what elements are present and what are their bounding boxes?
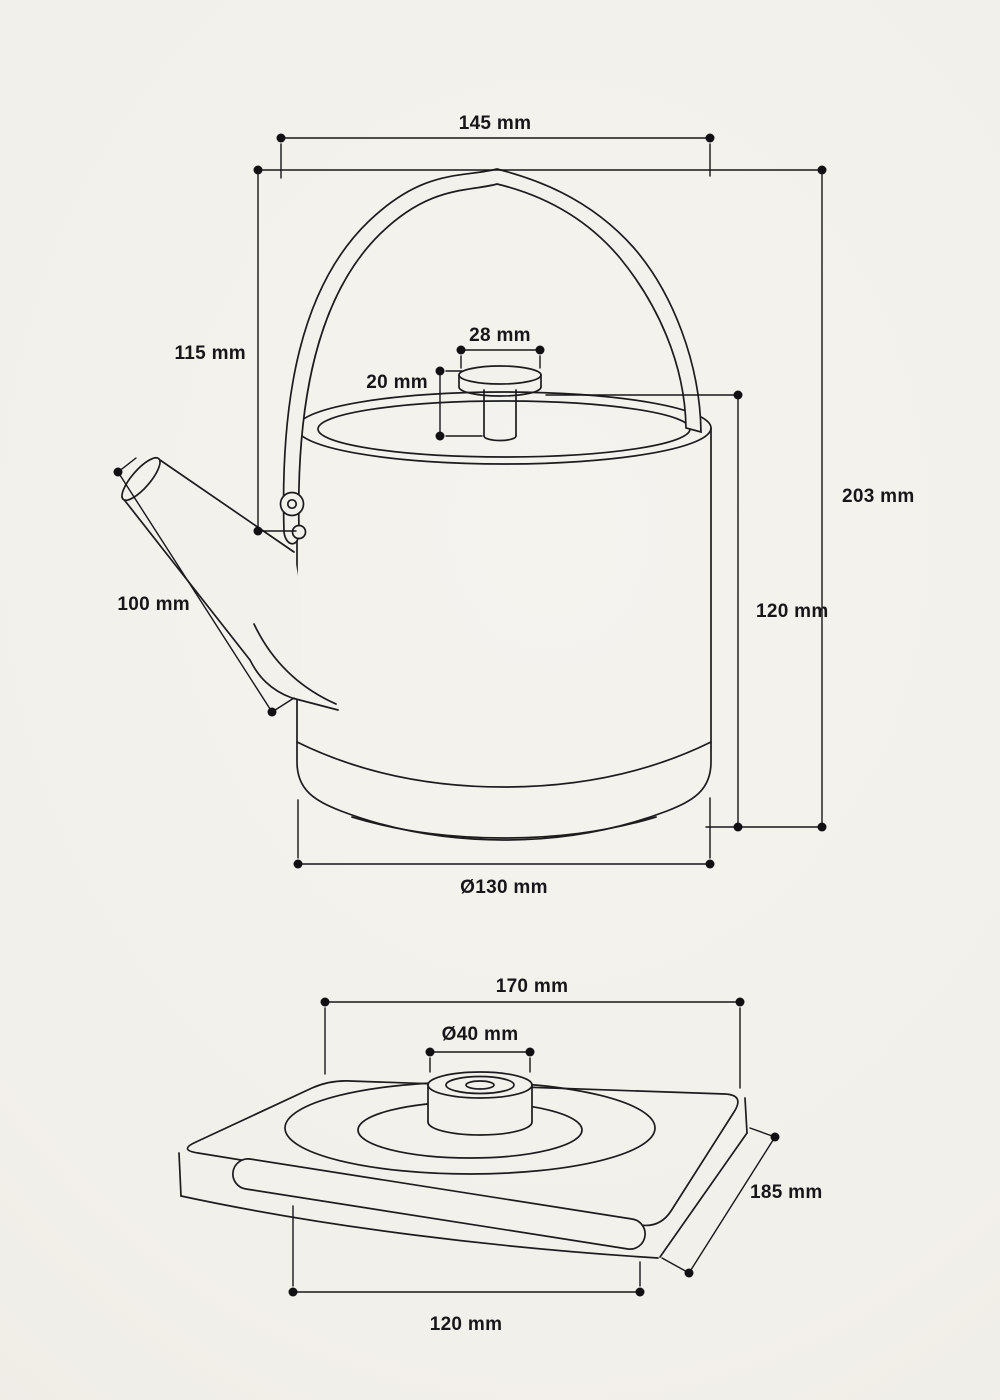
dim-label: 203 mm <box>842 486 915 507</box>
base-plate-left-edge <box>178 1152 182 1197</box>
dim-endpoint-dot <box>705 859 715 869</box>
kettle-spout <box>121 456 339 711</box>
kettle-dimensions: 145 mm 115 mm 28 mm 20 mm <box>113 113 915 898</box>
dim-base-width: 170 mm <box>320 976 745 1089</box>
dim-endpoint-dot <box>288 1287 298 1297</box>
knob-cap-top <box>458 365 542 385</box>
knob-stem-base <box>483 435 517 442</box>
dim-kettle-top-width: 145 mm <box>276 113 715 179</box>
dim-endpoint-dot <box>770 1132 780 1142</box>
handle-rivet <box>286 498 298 510</box>
dim-label: 115 mm <box>174 343 246 364</box>
dim-knob-height: 20 mm <box>366 366 483 441</box>
dim-label: 120 mm <box>430 1314 503 1335</box>
dim-base-front-width: 120 mm <box>288 1205 645 1335</box>
dim-endpoint-dot <box>293 859 303 869</box>
dim-endpoint-dot <box>817 165 827 175</box>
dim-endpoint-dot <box>817 822 827 832</box>
dim-connector-diameter: Ø40 mm <box>425 1024 535 1073</box>
dim-base-depth: 185 mm <box>661 1127 823 1278</box>
kettle-drawing <box>121 168 712 841</box>
dim-endpoint-dot <box>705 133 715 143</box>
dim-endpoint-dot <box>535 345 545 355</box>
dim-label: 100 mm <box>117 594 190 615</box>
connector-fill <box>428 1072 532 1135</box>
handle-pivot <box>279 491 305 517</box>
spout-lower-edge <box>121 496 339 711</box>
dim-spout-length: 100 mm <box>113 457 295 717</box>
dim-endpoint-dot <box>435 366 445 376</box>
dim-endpoint-dot <box>525 1047 535 1057</box>
dim-line <box>688 1136 776 1274</box>
dim-label: 20 mm <box>366 372 428 393</box>
base-plate-right-edge <box>744 1097 748 1134</box>
dim-endpoint-dot <box>735 997 745 1007</box>
spout-upper-edge <box>159 459 295 553</box>
dim-endpoint-dot <box>635 1287 645 1297</box>
dim-endpoint-dot <box>267 707 277 717</box>
base-plate-front-bottom-edge <box>180 1195 659 1259</box>
kettle-rim-inner <box>317 400 691 458</box>
dim-endpoint-dot <box>276 133 286 143</box>
base-drawing <box>178 1071 748 1259</box>
handle-arch <box>282 168 702 545</box>
dim-endpoint-dot <box>733 822 743 832</box>
handle-knuckle <box>291 524 307 540</box>
kettle-body <box>296 391 712 841</box>
dim-body-diameter: Ø130 mm <box>293 797 715 898</box>
dim-line <box>117 471 273 713</box>
dim-endpoint-dot <box>684 1268 694 1278</box>
dim-body-height: 120 mm <box>545 390 829 832</box>
kettle-body-outline <box>296 427 712 841</box>
dim-label: 28 mm <box>469 325 531 346</box>
dim-label: 120 mm <box>756 601 829 622</box>
extension-line <box>661 1257 690 1274</box>
base-plate-front-right-edge <box>659 1132 748 1258</box>
dim-endpoint-dot <box>425 1047 435 1057</box>
knob-cap-bottom <box>458 386 542 397</box>
kettle-handle <box>279 168 702 545</box>
connector-top <box>427 1071 533 1099</box>
dim-endpoint-dot <box>733 390 743 400</box>
kettle-bottom-ring <box>351 816 657 839</box>
base-front-panel <box>232 1158 646 1250</box>
dim-label: Ø130 mm <box>460 877 548 898</box>
dim-endpoint-dot <box>253 526 263 536</box>
dim-label: 170 mm <box>496 976 569 997</box>
base-dimensions: 170 mm Ø40 mm 185 mm 120 mm <box>288 976 823 1335</box>
kettle-bottom-band <box>296 741 712 788</box>
spout-crease <box>253 623 337 705</box>
base-connector <box>427 1071 533 1136</box>
spout-fill <box>122 460 338 710</box>
dim-knob-width: 28 mm <box>456 325 545 369</box>
lid-knob <box>458 365 542 442</box>
connector-pin <box>465 1080 495 1090</box>
dim-endpoint-dot <box>456 345 466 355</box>
dim-handle-height: 115 mm <box>174 165 297 536</box>
spout-opening <box>121 456 161 502</box>
dim-endpoint-dot <box>113 467 123 477</box>
dim-total-height: 203 mm <box>705 165 915 832</box>
dim-endpoint-dot <box>320 997 330 1007</box>
dim-label: Ø40 mm <box>442 1024 519 1045</box>
dim-endpoint-dot <box>435 431 445 441</box>
dim-endpoint-dot <box>253 165 263 175</box>
dim-label: 145 mm <box>459 113 532 134</box>
connector-ring <box>445 1075 515 1095</box>
dim-label: 185 mm <box>750 1182 823 1203</box>
connector-bottom <box>427 1121 533 1136</box>
kettle-rim-outer <box>296 391 712 465</box>
